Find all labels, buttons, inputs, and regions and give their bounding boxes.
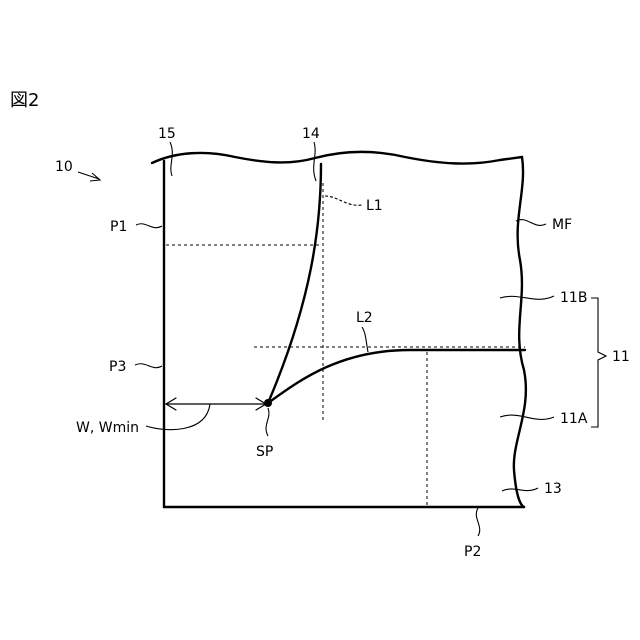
leader-mf	[516, 220, 546, 226]
leader-p1	[136, 224, 162, 228]
label-15: 15	[158, 126, 176, 142]
label-l2: L2	[356, 310, 373, 326]
curve-14-boundary	[268, 164, 321, 403]
curve-11-boundary	[268, 350, 525, 403]
leader-p2	[476, 508, 479, 536]
leader-15	[170, 142, 172, 176]
label-p3: P3	[109, 359, 126, 375]
label-p1: P1	[110, 219, 127, 235]
label-10: 10	[55, 159, 73, 175]
label-w-wmin: W, Wmin	[76, 420, 139, 436]
label-13: 13	[544, 481, 562, 497]
label-p2: P2	[464, 544, 481, 560]
label-11a: 11A	[560, 411, 588, 427]
label-l1: L1	[366, 198, 383, 214]
label-sp: SP	[256, 444, 273, 460]
leader-14	[314, 142, 316, 181]
leader-sp	[266, 408, 269, 436]
label-11: 11	[612, 349, 630, 365]
right-wavy-edge	[514, 157, 526, 507]
leader-11a	[500, 415, 554, 419]
bracket-11	[591, 298, 606, 427]
figure-number: 図2	[10, 90, 39, 111]
leader-11b	[500, 296, 554, 299]
leader-l1	[325, 196, 362, 205]
leader-10	[78, 172, 99, 179]
label-mf: MF	[552, 217, 572, 233]
label-14: 14	[302, 126, 320, 142]
top-wavy-edge	[152, 152, 522, 164]
leader-w	[146, 404, 210, 430]
leader-p3	[135, 364, 162, 368]
leader-l2	[362, 327, 368, 352]
leader-13	[502, 488, 538, 491]
label-11b: 11B	[560, 290, 587, 306]
